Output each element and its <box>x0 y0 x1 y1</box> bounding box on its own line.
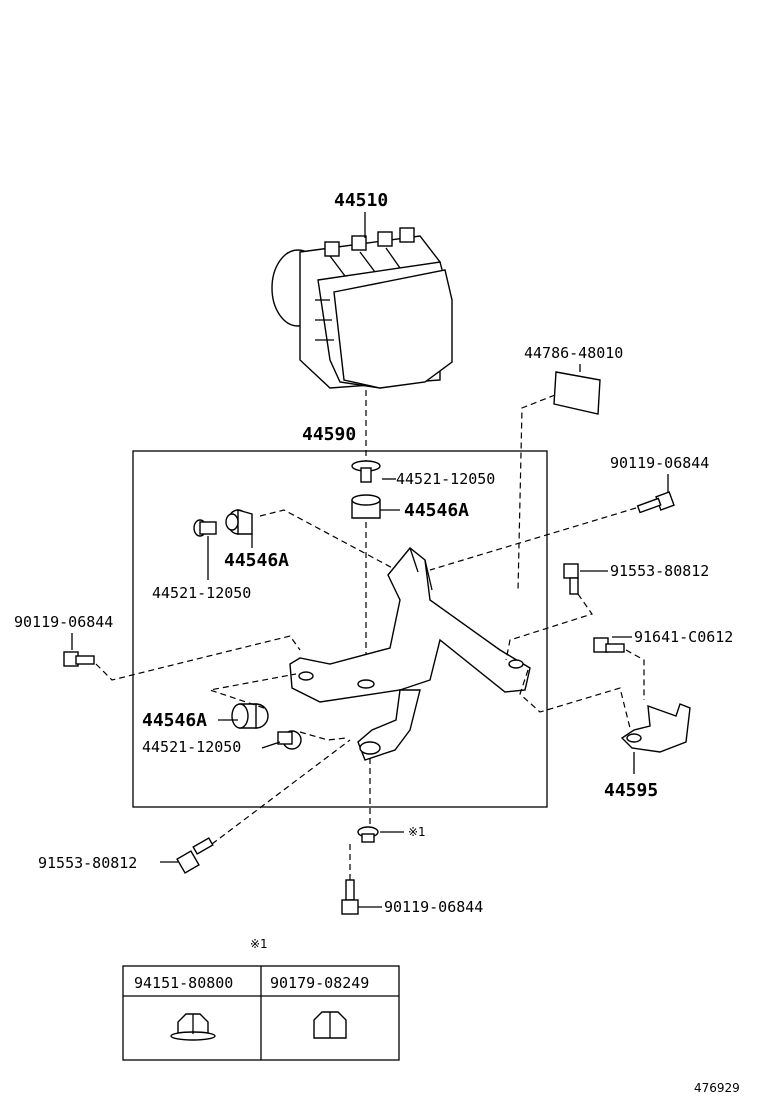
bolt-right-top-drawing <box>636 491 675 514</box>
collar-lower-drawing <box>277 730 302 750</box>
bolt-right-mid-drawing <box>563 563 579 595</box>
abs-actuator-drawing <box>271 227 453 389</box>
label-collar-lower: 44521-12050 <box>142 738 241 756</box>
label-plate-drawing <box>553 371 601 415</box>
label-collar-left: 44521-12050 <box>152 584 251 602</box>
table-col-2: 90179-08249 <box>270 974 369 992</box>
collar-left-drawing <box>193 519 217 537</box>
nut-ref-drawing <box>357 826 379 843</box>
bracket-small-drawing <box>620 703 691 753</box>
table-header-mark: ※1 <box>250 937 268 951</box>
bolt-bottom-drawing <box>341 879 359 915</box>
hex-nut-icon <box>313 1011 347 1039</box>
label-bolt-right-top: 90119-06844 <box>610 454 709 472</box>
label-actuator: 44510 <box>334 190 388 211</box>
label-bracket-small: 44595 <box>604 780 658 801</box>
cushion-top-drawing <box>351 494 381 519</box>
cushion-left-drawing <box>225 509 253 535</box>
bolt-right-low-drawing <box>593 637 625 653</box>
label-bolt-right-low: 91641-C0612 <box>634 628 733 646</box>
label-collar-top: 44521-12050 <box>396 470 495 488</box>
label-bolt-lower-left: 91553-80812 <box>38 854 137 872</box>
label-bracket-assy: 44590 <box>302 424 356 445</box>
bracket-body-drawing <box>289 547 531 761</box>
collar-top-drawing <box>351 460 381 483</box>
label-bolt-bottom: 90119-06844 <box>384 898 483 916</box>
bolt-lower-left-drawing <box>176 837 214 874</box>
figure-code: 476929 <box>694 1081 740 1095</box>
table-col-1: 94151-80800 <box>134 974 233 992</box>
label-cushion-lower: 44546A <box>142 710 207 731</box>
cushion-lower-drawing <box>231 703 269 729</box>
bracket-assy-frame <box>132 450 548 808</box>
bolt-left-drawing <box>63 651 95 667</box>
label-cushion-left: 44546A <box>224 550 289 571</box>
label-bolt-left: 90119-06844 <box>14 613 113 631</box>
flange-nut-icon <box>170 1013 216 1041</box>
label-label-plate: 44786-48010 <box>524 344 623 362</box>
label-nut-ref: ※1 <box>408 825 426 839</box>
label-bolt-right-mid: 91553-80812 <box>610 562 709 580</box>
label-cushion-top: 44546A <box>404 500 469 521</box>
